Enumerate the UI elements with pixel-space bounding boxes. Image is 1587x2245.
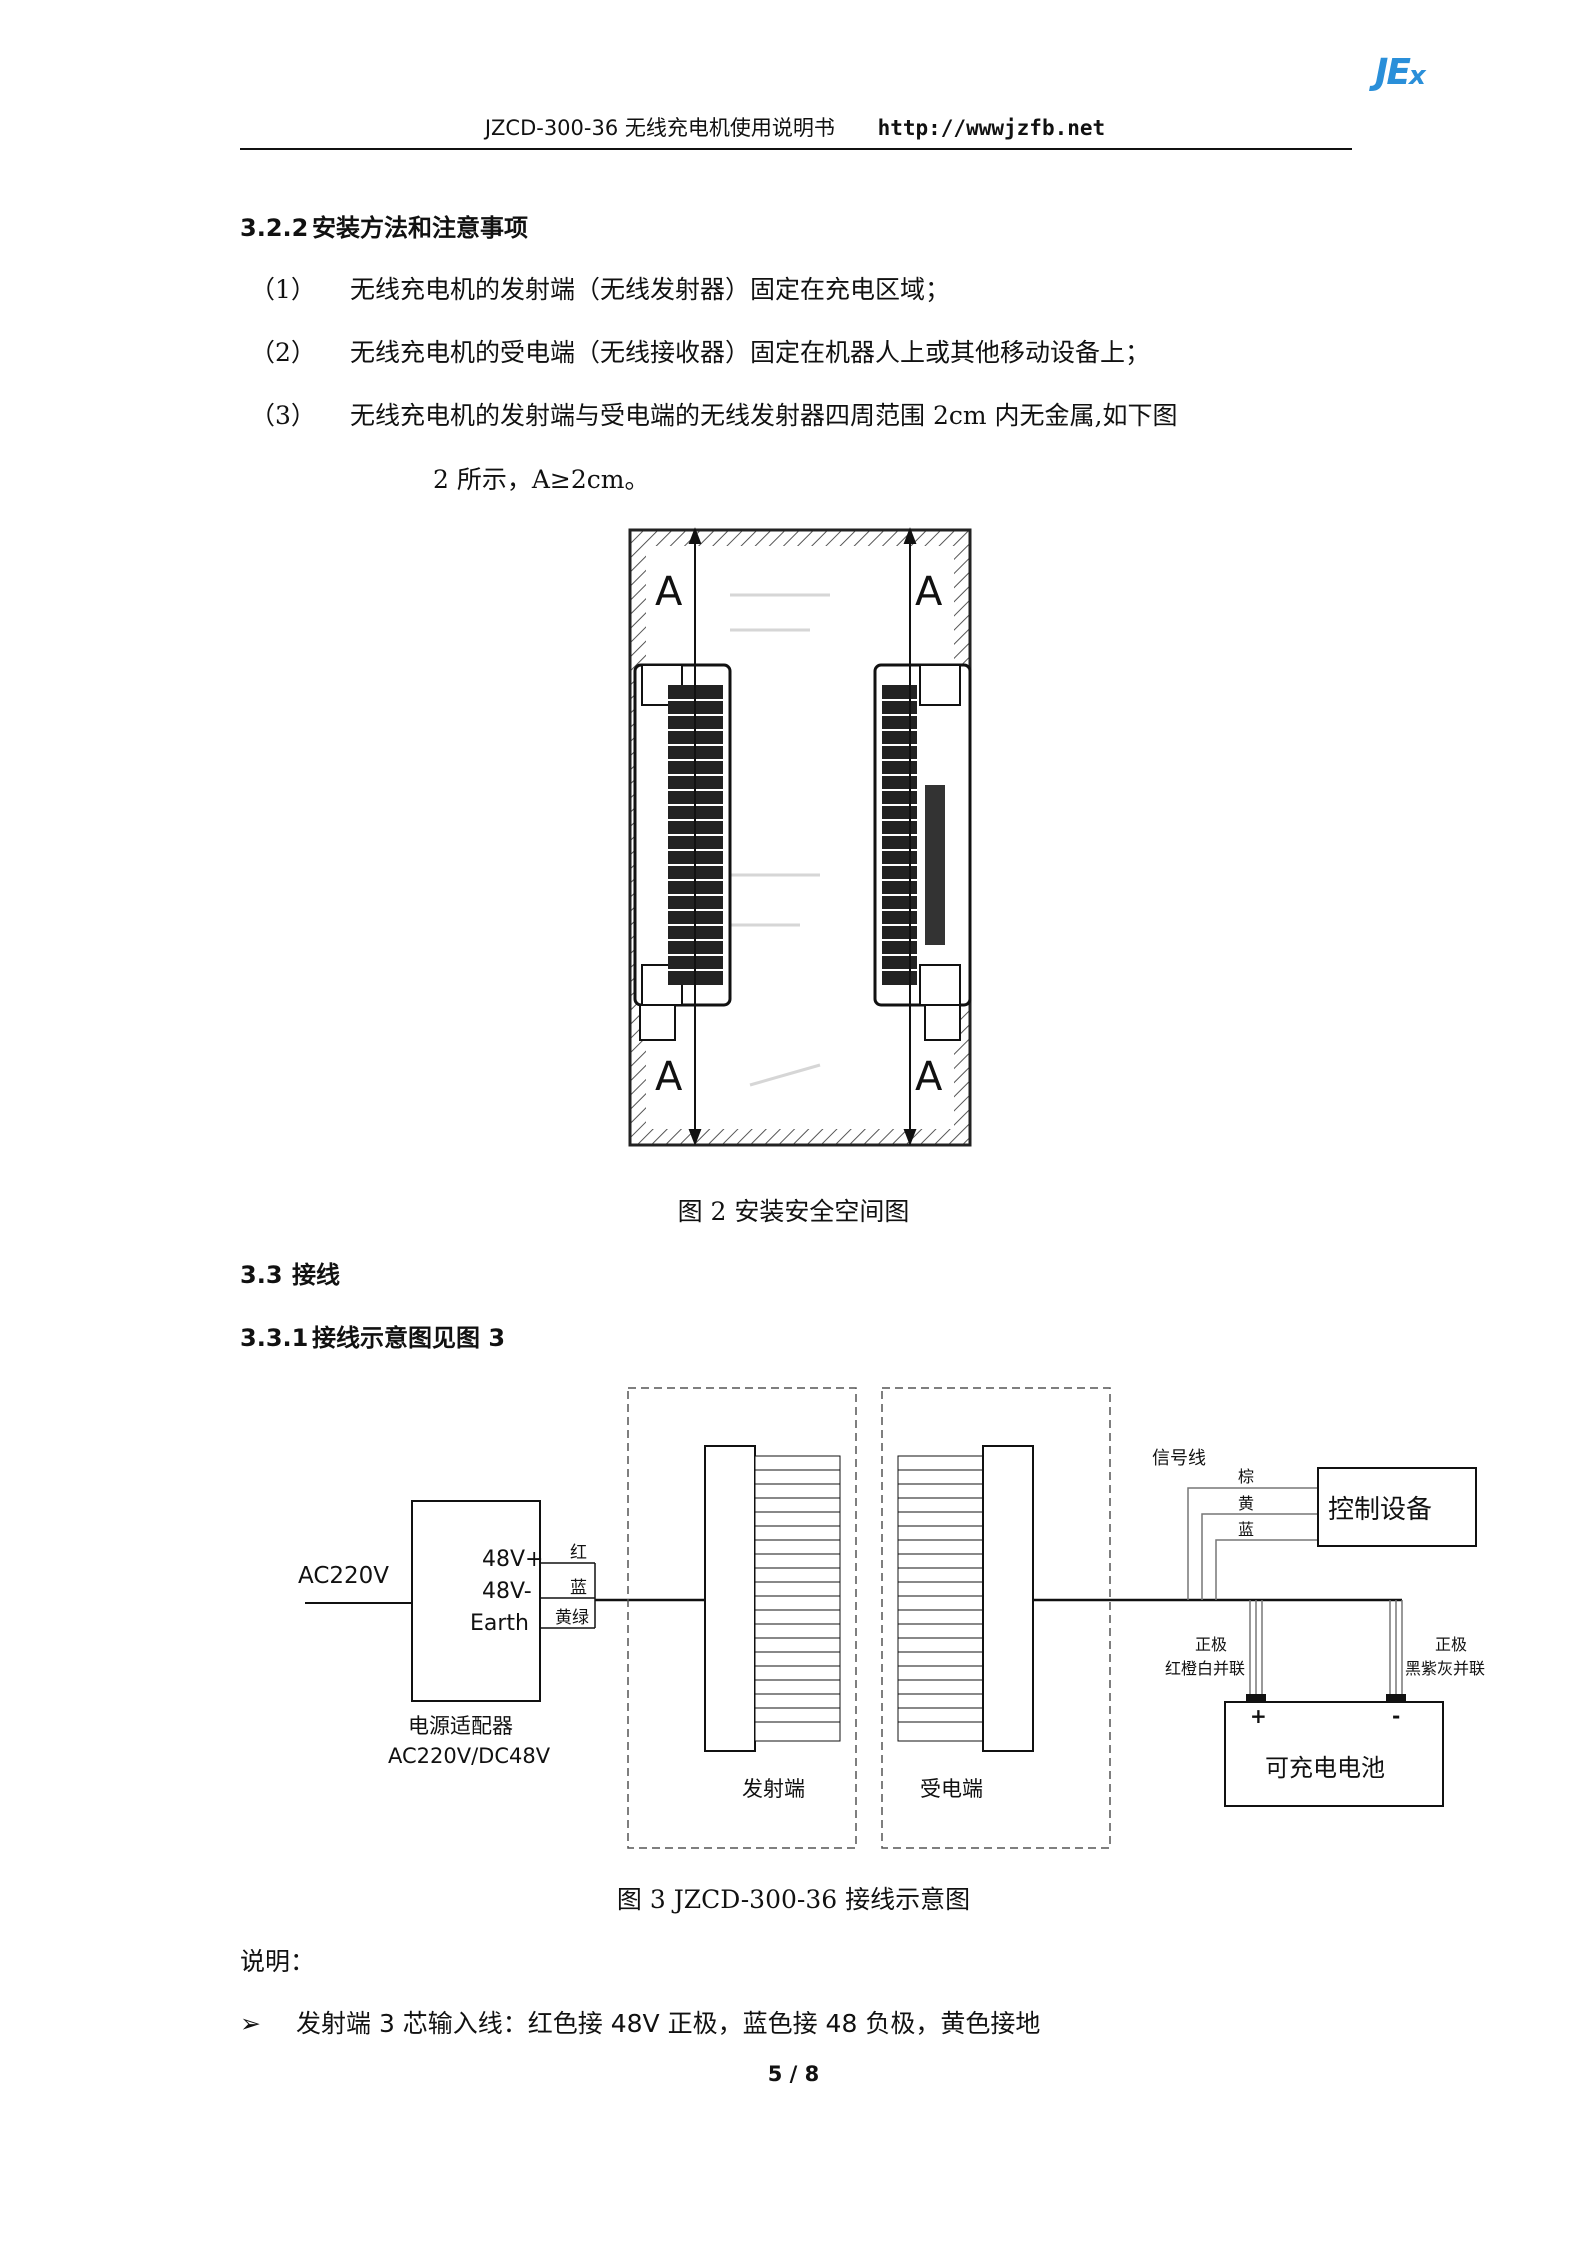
receiver-coil [897, 1455, 984, 1742]
header-url[interactable]: http://wwwjzfb.net [877, 116, 1106, 140]
notes-heading: 说明： [240, 1947, 316, 1976]
negative-terminal [1386, 1694, 1406, 1702]
minus-sign: - [1392, 1704, 1400, 1728]
wire-color-yellow-green: 黄绿 [555, 1608, 589, 1628]
clearance-arrows [688, 527, 917, 1146]
figure-3-caption: 图 3 JZCD-300-36 接线示意图 [616, 1885, 971, 1914]
document-title: JZCD-300-36 无线充电机使用说明书 [484, 116, 835, 140]
bullet-icon: ➢ [240, 2009, 261, 2038]
adapter-name: 电源适配器 [408, 1714, 513, 1738]
ac-input-label: AC220V [298, 1563, 389, 1589]
positive-wires-label: 红橙白并联 [1165, 1659, 1245, 1678]
control-device-box [1317, 1467, 1477, 1547]
transmitter-label: 发射端 [742, 1777, 805, 1801]
page-number: 5 / 8 [767, 2062, 820, 2086]
figure-2-caption: 图 2 安装安全空间图 [677, 1197, 910, 1226]
label-a-top-right: A [915, 569, 943, 615]
page-header: JZCD-300-36 无线充电机使用说明书 http://wwwjzfb.ne… [240, 112, 1350, 142]
label-a-top-left: A [655, 569, 683, 615]
plus-sign: + [1250, 1704, 1267, 1728]
label-a-bottom-right: A [915, 1054, 943, 1100]
adapter-rating: AC220V/DC48V [388, 1744, 551, 1768]
receiver-device [873, 663, 972, 1041]
battery-box [1224, 1701, 1444, 1807]
signal-color-blue: 蓝 [1238, 1520, 1254, 1539]
signal-color-brown: 棕 [1238, 1467, 1254, 1486]
list-item: （3） 无线充电机的发射端与受电端的无线发射器四周范围 2cm 内无金属,如下图 [250, 401, 1178, 430]
wire-color-blue: 蓝 [570, 1578, 587, 1598]
transmitter-plate [704, 1445, 756, 1752]
figure-2-install-space: A A A A [628, 527, 972, 1147]
figure-3-wiring-diagram: AC220V 48V+ 48V- Earth 电源适配器 AC220V/DC48… [298, 1387, 1485, 1849]
power-adapter-box [411, 1500, 541, 1702]
positive-terminal [1246, 1694, 1266, 1702]
list-item: （2） 无线充电机的受电端（无线接收器）固定在机器人上或其他移动设备上； [250, 338, 1151, 367]
company-logo: JEx [1375, 52, 1426, 93]
receiver-label: 受电端 [920, 1777, 983, 1801]
list-item-continuation: 2 所示，A≥2cm。 [433, 465, 650, 494]
list-item: （1） 无线充电机的发射端（无线发射器）固定在充电区域； [250, 275, 951, 304]
signal-wires [1187, 1487, 1318, 1600]
header-divider [240, 148, 1352, 150]
transmitter-boundary [627, 1387, 857, 1849]
positive-label: 正极 [1195, 1635, 1227, 1654]
receiver-boundary [881, 1387, 1111, 1849]
notes-bullet-item: ➢发射端 3 芯输入线：红色接 48V 正极，蓝色接 48 负极，黄色接地 [240, 2009, 1041, 2038]
label-a-bottom-left: A [655, 1054, 683, 1100]
signal-color-yellow: 黄 [1238, 1494, 1254, 1513]
negative-label: 正极 [1435, 1635, 1467, 1654]
transmitter-coil [754, 1455, 841, 1742]
receiver-plate [982, 1445, 1034, 1752]
negative-wires-label: 黑紫灰并联 [1405, 1659, 1485, 1678]
signal-line-label: 信号线 [1152, 1448, 1206, 1469]
wire-color-red: 红 [570, 1543, 587, 1563]
battery-wires [1249, 1600, 1403, 1696]
control-device-label: 控制设备 [1328, 1495, 1432, 1525]
adapter-pin-neg: 48V- [482, 1579, 532, 1604]
adapter-pin-pos: 48V+ [482, 1547, 543, 1572]
transmitter-device [633, 663, 732, 1041]
adapter-pin-earth: Earth [470, 1611, 529, 1636]
battery-label: 可充电电池 [1265, 1754, 1385, 1782]
